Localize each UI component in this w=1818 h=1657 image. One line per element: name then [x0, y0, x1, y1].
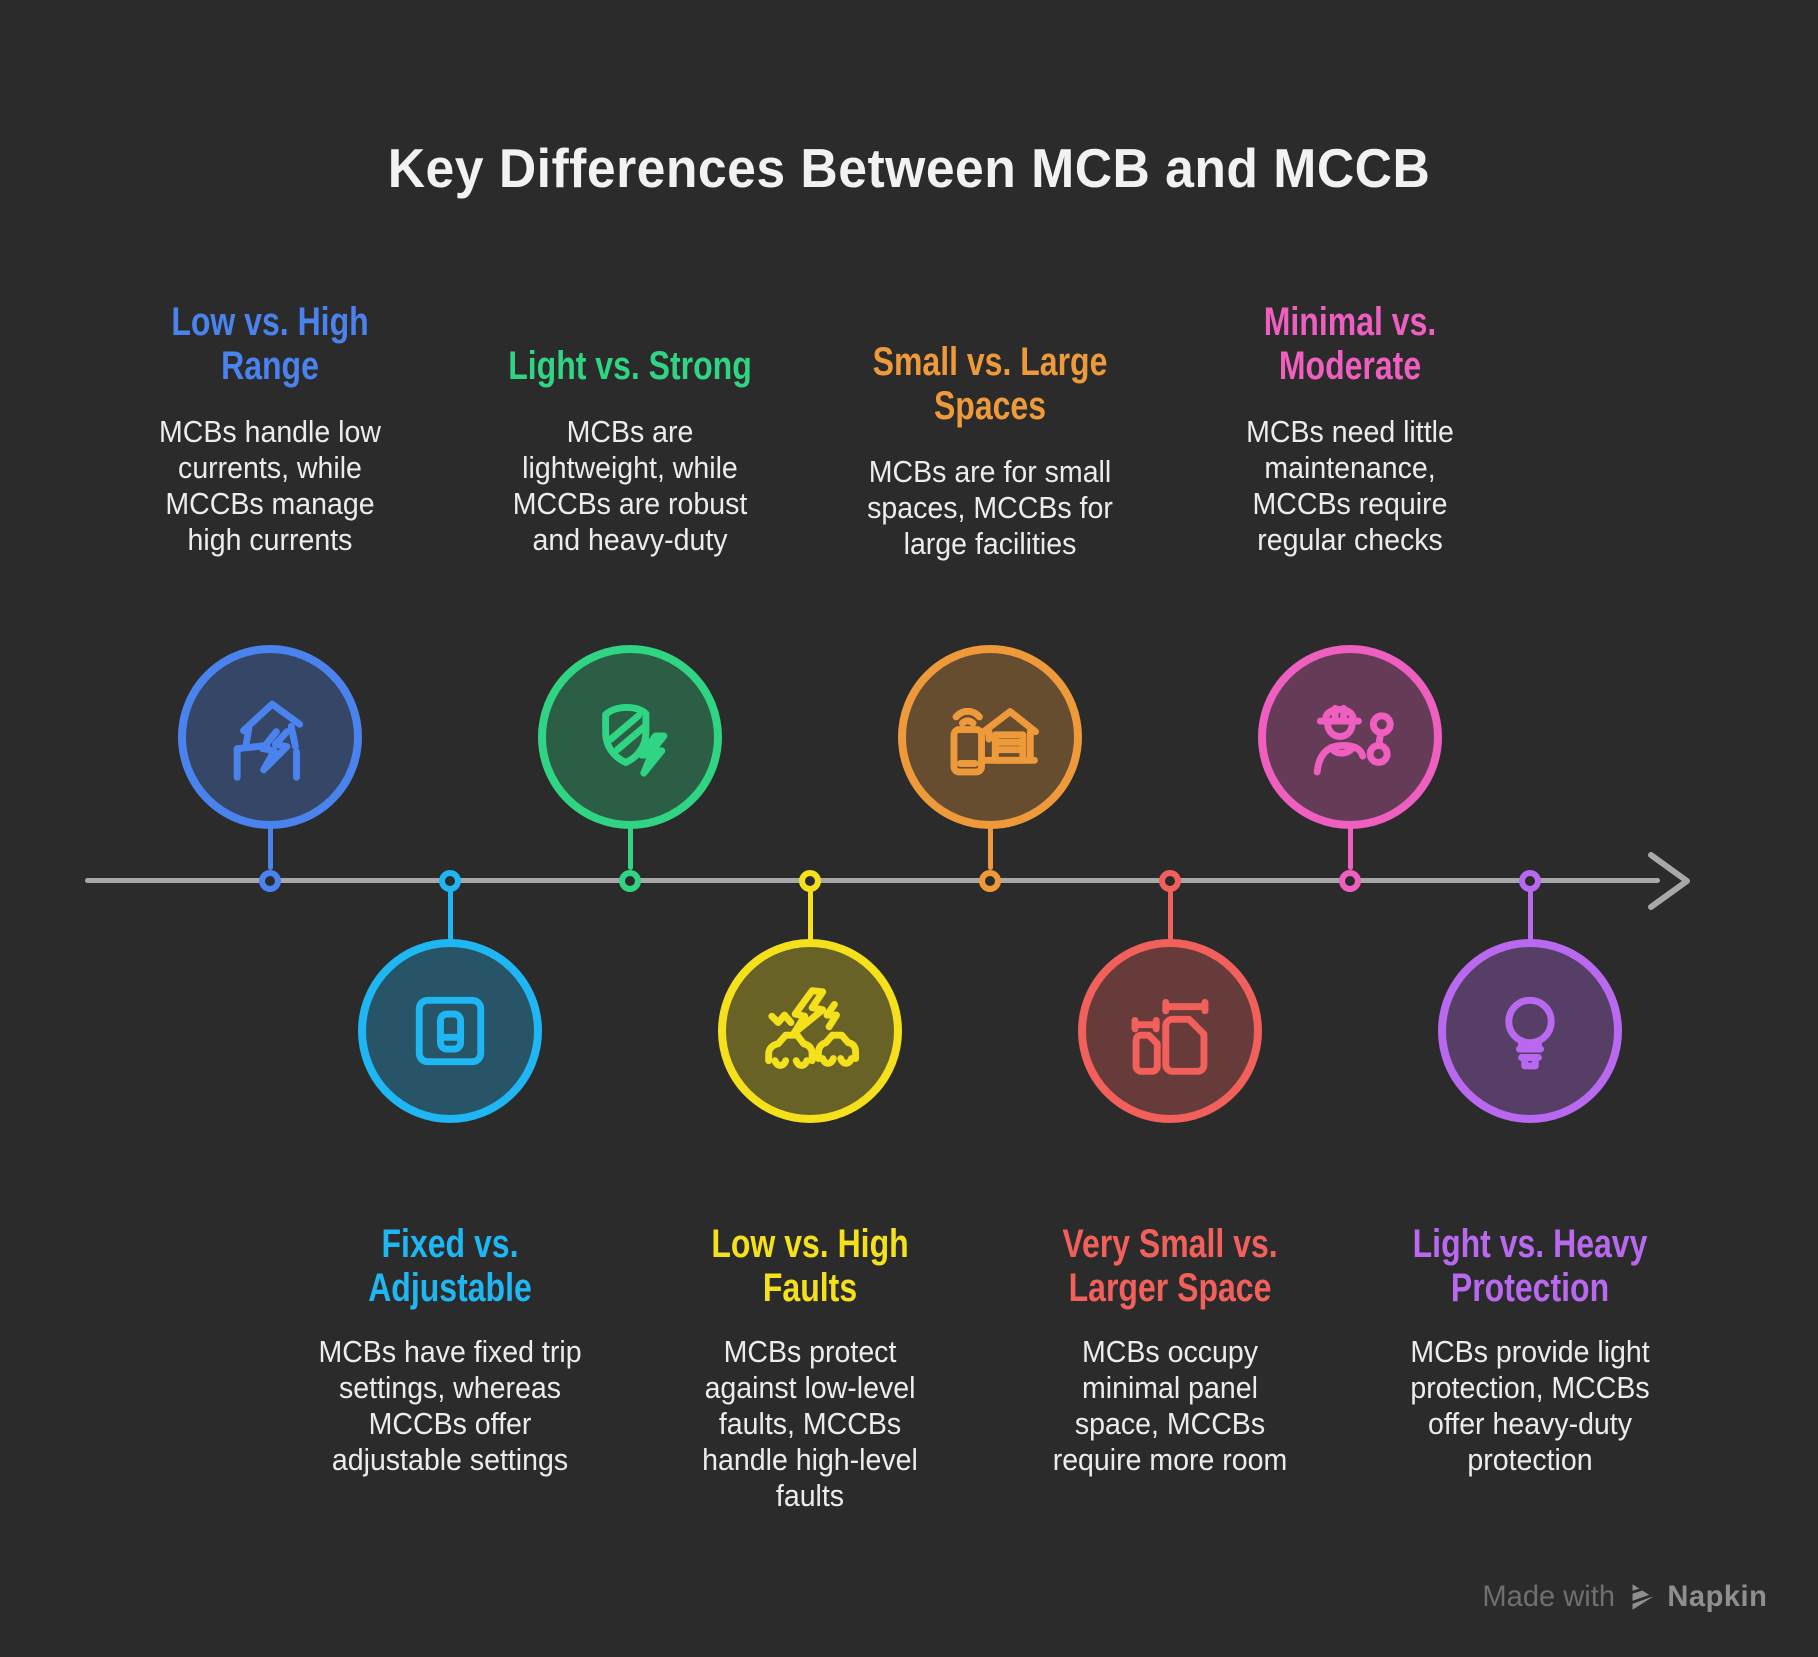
item-icon-circle	[538, 645, 722, 829]
technician-icon	[1313, 704, 1394, 776]
timeline-arrow-icon	[1648, 852, 1690, 910]
item-connector	[807, 890, 813, 943]
item-heading: Low vs. High Faults	[711, 1222, 909, 1310]
timeline-node	[439, 870, 461, 892]
house-power-outage-icon	[233, 700, 304, 781]
item-heading: Very Small vs. Larger Space	[1062, 1222, 1278, 1310]
shield-bolt-icon	[602, 704, 668, 777]
item-heading: Light vs. Heavy Protection	[1412, 1222, 1648, 1310]
item-icon-circle	[1258, 645, 1442, 829]
timeline-node	[619, 870, 641, 892]
item-heading: Minimal vs. Moderate	[1263, 300, 1437, 388]
lightbulb-icon	[1505, 996, 1555, 1070]
timeline-node	[1339, 870, 1361, 892]
watermark-prefix: Made with	[1482, 1580, 1616, 1613]
item-connector	[1167, 890, 1173, 943]
size-compare-icon	[1131, 998, 1209, 1075]
item-description: MCBs are lightweight, while MCCBs are ro…	[512, 414, 748, 557]
timeline-axis	[85, 878, 1660, 883]
item-connector	[1527, 890, 1533, 943]
timeline-node	[1159, 870, 1181, 892]
car-collision-icon	[765, 987, 860, 1069]
item-description: MCBs occupy minimal panel space, MCCBs r…	[1052, 1334, 1288, 1477]
switch-icon	[415, 996, 485, 1066]
item-heading: Light vs. Strong	[508, 344, 752, 388]
page-title: Key Differences Between MCB and MCCB	[387, 137, 1431, 199]
item-icon-circle	[1438, 939, 1622, 1123]
smart-home-icon	[950, 707, 1040, 776]
timeline-node	[1519, 870, 1541, 892]
item-heading: Low vs. High Range	[171, 300, 369, 388]
item-connector	[987, 825, 993, 870]
item-icon-circle	[1078, 939, 1262, 1123]
timeline-node	[979, 870, 1001, 892]
watermark: Made with Napkin	[1483, 1580, 1768, 1614]
item-icon-circle	[178, 645, 362, 829]
item-icon-circle	[718, 939, 902, 1123]
item-description: MCBs protect against low-level faults, M…	[702, 1334, 918, 1513]
timeline-node	[259, 870, 281, 892]
napkin-logo-icon	[1627, 1584, 1655, 1610]
item-icon-circle	[358, 939, 542, 1123]
item-heading: Small vs. Large Spaces	[872, 340, 1108, 428]
item-description: MCBs provide light protection, MCCBs off…	[1410, 1334, 1650, 1477]
item-connector	[627, 825, 633, 870]
item-icon-circle	[898, 645, 1082, 829]
item-description: MCBs have fixed trip settings, whereas M…	[318, 1334, 582, 1477]
item-connector	[1347, 825, 1353, 870]
item-description: MCBs are for small spaces, MCCBs for lar…	[867, 454, 1113, 561]
timeline-node	[799, 870, 821, 892]
item-description: MCBs handle low currents, while MCCBs ma…	[159, 414, 381, 557]
item-connector	[267, 825, 273, 870]
item-heading: Fixed vs. Adjustable	[368, 1222, 532, 1310]
watermark-brand: Napkin	[1667, 1580, 1768, 1613]
item-connector	[447, 890, 453, 943]
item-description: MCBs need little maintenance, MCCBs requ…	[1246, 414, 1454, 557]
